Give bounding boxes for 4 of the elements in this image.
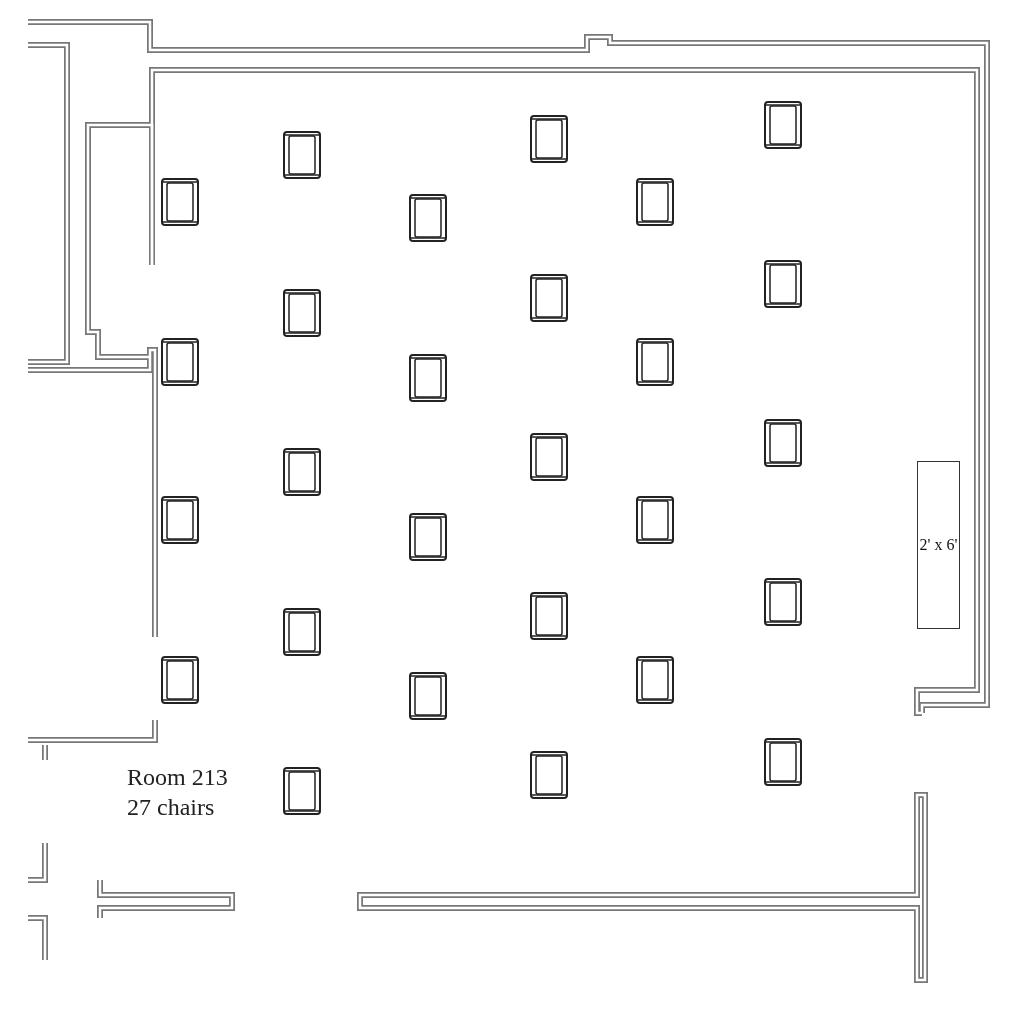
table [917,461,960,629]
size-label: 2' x 6' [919,536,958,554]
capacity-label: 27 chairs [127,793,215,822]
room-label: Room 213 [127,763,228,792]
